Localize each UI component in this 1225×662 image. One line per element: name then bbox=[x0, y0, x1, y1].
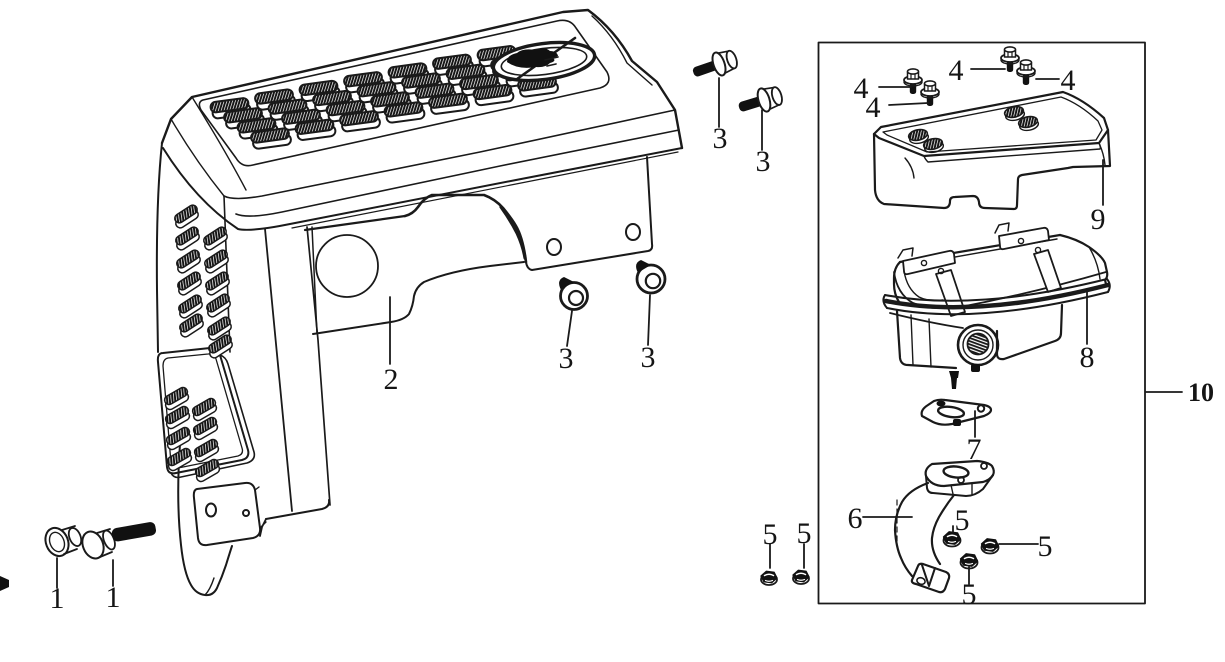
svg-text:5: 5 bbox=[1038, 530, 1053, 563]
svg-text:4: 4 bbox=[1061, 64, 1076, 97]
svg-text:1: 1 bbox=[50, 582, 65, 615]
svg-text:9: 9 bbox=[1091, 203, 1106, 236]
svg-text:3: 3 bbox=[641, 341, 656, 374]
svg-text:5: 5 bbox=[763, 518, 778, 551]
svg-text:3: 3 bbox=[559, 342, 574, 375]
svg-text:7: 7 bbox=[967, 433, 982, 466]
svg-text:10: 10 bbox=[1188, 378, 1214, 407]
svg-text:8: 8 bbox=[1080, 341, 1095, 374]
svg-text:1: 1 bbox=[106, 581, 121, 614]
svg-text:3: 3 bbox=[756, 145, 771, 178]
svg-text:4: 4 bbox=[854, 72, 869, 105]
svg-text:4: 4 bbox=[949, 54, 964, 87]
svg-text:5: 5 bbox=[962, 578, 977, 611]
svg-text:6: 6 bbox=[848, 502, 863, 535]
svg-text:4: 4 bbox=[866, 91, 881, 124]
svg-text:3: 3 bbox=[713, 122, 728, 155]
svg-text:5: 5 bbox=[797, 517, 812, 550]
svg-text:5: 5 bbox=[955, 504, 970, 537]
svg-text:2: 2 bbox=[384, 363, 399, 396]
